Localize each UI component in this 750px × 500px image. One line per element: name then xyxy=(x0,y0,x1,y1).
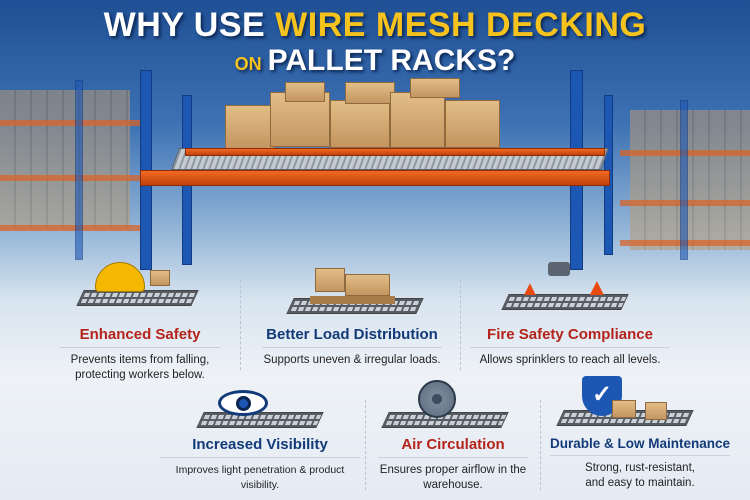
feature-description: Prevents items from falling, protecting … xyxy=(70,354,210,381)
feature-description: Improves light penetration & product vis… xyxy=(175,464,345,491)
feature-description: Strong, rust-resistant, and easy to main… xyxy=(585,462,695,489)
eye-icon xyxy=(218,390,268,416)
rack-beam xyxy=(140,170,610,186)
divider xyxy=(240,280,241,370)
background-upright xyxy=(680,100,688,260)
cardboard-box xyxy=(330,100,390,148)
mesh-panel-icon xyxy=(196,412,324,428)
feature-title: Increased Visibility xyxy=(160,436,360,458)
feature-title: Air Circulation xyxy=(378,436,528,458)
box-icon xyxy=(612,400,636,418)
box-icon xyxy=(315,268,345,292)
title-line-1: WHY USE WIRE MESH DECKING xyxy=(0,6,750,45)
box-icon xyxy=(345,274,390,296)
background-shelf xyxy=(0,120,140,126)
cardboard-box xyxy=(445,100,500,148)
divider xyxy=(365,400,366,490)
divider xyxy=(460,280,461,370)
background-shelf xyxy=(0,225,140,231)
feature-title: Better Load Distribution xyxy=(262,326,442,348)
cardboard-box xyxy=(390,92,445,148)
flame-icon: ▲ xyxy=(520,278,540,300)
box-icon xyxy=(645,402,667,420)
hard-hat-icon xyxy=(95,262,145,292)
cardboard-box xyxy=(285,82,325,102)
sprinkler-head-icon xyxy=(548,262,570,276)
cardboard-box xyxy=(225,105,275,150)
feature-title: Fire Safety Compliance xyxy=(470,326,670,348)
mesh-panel-icon xyxy=(76,290,199,306)
fan-icon xyxy=(418,380,456,418)
title-line-2-text: PALLET RACKS? xyxy=(267,44,516,77)
background-upright xyxy=(75,80,83,260)
title-small-word: ON xyxy=(234,54,262,74)
feature-description: Allows sprinklers to reach all levels. xyxy=(479,354,661,366)
feature-description: Supports uneven & irregular loads. xyxy=(263,354,441,366)
feature-description: Ensures proper airflow in the warehouse. xyxy=(379,464,527,491)
pallet-icon xyxy=(310,296,395,304)
background-boxes xyxy=(0,90,130,230)
cardboard-box xyxy=(410,78,460,98)
background-boxes xyxy=(630,110,750,250)
eye-pupil-icon xyxy=(236,396,251,411)
flame-icon: ▲ xyxy=(585,274,609,301)
feature-title: Enhanced Safety xyxy=(60,326,220,348)
cardboard-box xyxy=(345,82,395,104)
title-prefix: WHY USE xyxy=(103,6,276,44)
divider xyxy=(540,400,541,490)
background-shelf xyxy=(0,175,140,181)
rack-beam xyxy=(185,148,605,156)
feature-title: Durable & Low Maintenance xyxy=(550,436,730,456)
title-highlight: WIRE MESH DECKING xyxy=(275,6,647,44)
box-icon xyxy=(150,270,170,286)
